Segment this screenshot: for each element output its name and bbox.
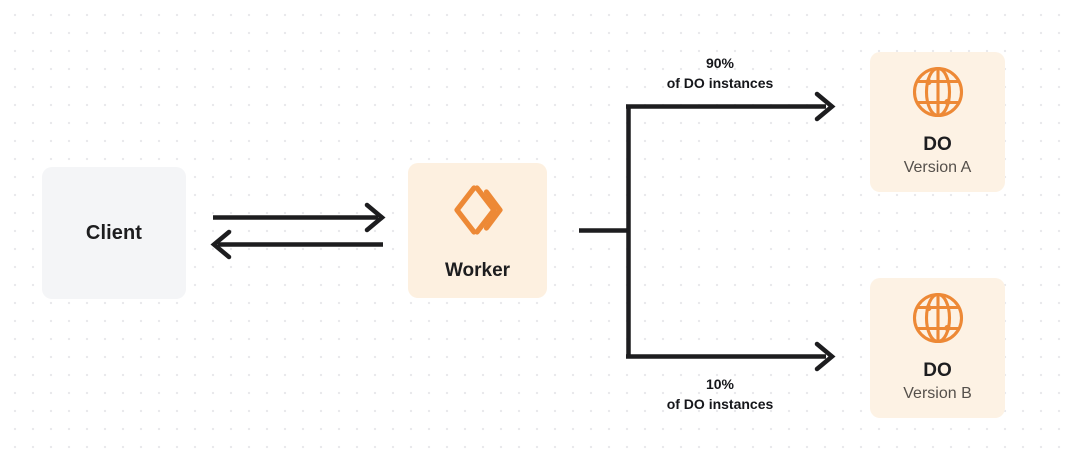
node-worker-label: Worker [444,260,511,281]
node-do-version-b[interactable]: DO Version B [870,278,1005,418]
edge-label-do-a: 90% of DO instances [595,53,845,94]
node-worker[interactable]: Worker [408,163,547,298]
edge-label-do-b-description: of DO instances [666,396,774,413]
edge-worker-trunk [579,106,631,357]
globe-icon [911,65,965,124]
node-do-b-sublabel: Version B [903,385,972,403]
edge-worker-to-do-a [626,91,836,122]
edge-label-do-a-percent: 90% [705,55,735,71]
globe-icon [911,291,965,350]
node-do-version-a[interactable]: DO Version A [870,52,1005,192]
edge-client-to-worker [213,202,386,233]
edge-label-do-b-percent: 10% [705,376,735,392]
node-do-a-label: DO [923,134,952,156]
edge-worker-to-do-b [626,341,836,372]
edge-worker-to-client [210,229,383,260]
node-do-b-label: DO [923,360,952,382]
cloudflare-workers-icon [447,179,509,246]
node-client-label: Client [85,221,143,244]
edge-label-do-a-description: of DO instances [666,75,774,92]
edge-label-do-b: 10% of DO instances [595,374,845,415]
node-do-a-sublabel: Version A [903,159,972,177]
node-client[interactable]: Client [42,167,186,299]
